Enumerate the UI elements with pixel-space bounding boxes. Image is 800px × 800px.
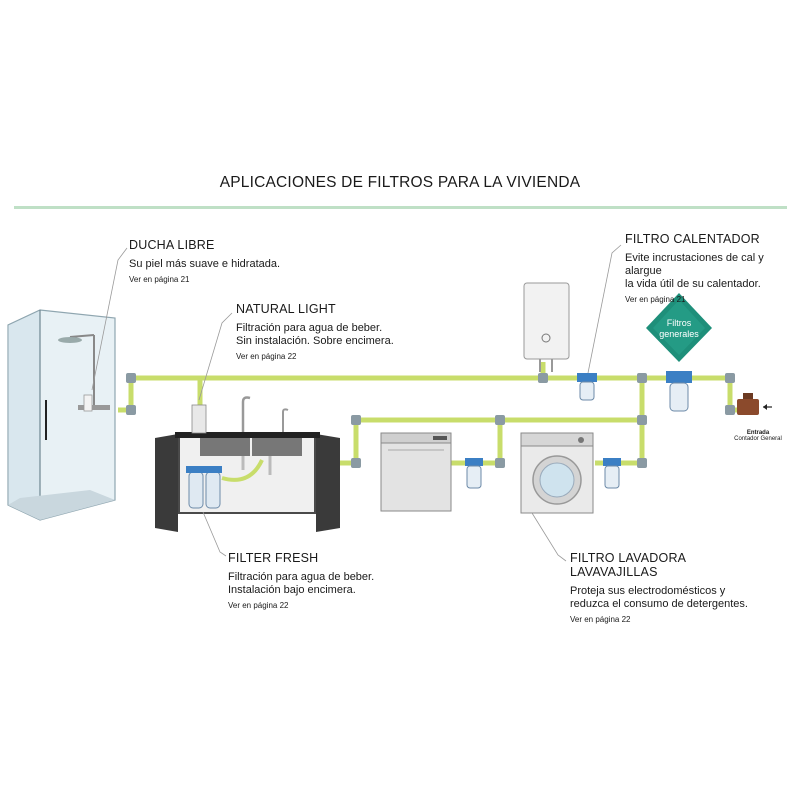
fresh-heading: FILTER FRESH — [228, 551, 319, 565]
calentador-ref: Ver en página 21 — [625, 295, 686, 304]
ducha-text: Su piel más suave e hidratada. — [129, 258, 281, 270]
ducha-ref: Ver en página 21 — [129, 275, 190, 284]
natural-line2: Sin instalación. Sobre encimera. — [236, 335, 394, 347]
calentador-heading: FILTRO CALENTADOR — [625, 232, 760, 246]
lavadora-heading1: FILTRO LAVADORA — [570, 551, 687, 565]
dishwasher-filter — [465, 458, 483, 489]
water-heater — [523, 282, 570, 372]
title-divider — [14, 206, 787, 209]
calentador-line1: Evite incrustaciones de cal y alargue — [625, 252, 764, 277]
calentador-line2: la vida útil de su calentador. — [625, 278, 761, 290]
lavadora-ref: Ver en página 22 — [570, 615, 631, 624]
entrada-line2: Contador General — [734, 436, 782, 442]
main-pipe — [118, 375, 745, 413]
water-meter — [737, 393, 772, 415]
washer-pipe — [595, 420, 645, 466]
label-filter-fresh: FILTER FRESH Filtración para agua de beb… — [228, 551, 374, 610]
sink-cabinet — [155, 396, 340, 532]
page-title: APLICACIONES DE FILTROS PARA LA VIVIENDA — [219, 174, 581, 191]
lavadora-line2: reduzca el consumo de detergentes. — [570, 598, 748, 610]
label-filtro-lavadora: FILTRO LAVADORA LAVAVAJILLAS Proteja sus… — [570, 551, 748, 624]
fresh-ref: Ver en página 22 — [228, 601, 289, 610]
fresh-line2: Instalación bajo encimera. — [228, 584, 356, 596]
ducha-heading: DUCHA LIBRE — [129, 238, 215, 252]
label-filtro-calentador: FILTRO CALENTADOR Evite incrustaciones d… — [625, 232, 800, 304]
label-ducha-libre: DUCHA LIBRE Su piel más suave e hidratad… — [129, 238, 280, 284]
natural-ref: Ver en página 22 — [236, 352, 297, 361]
heater-filter — [577, 373, 597, 401]
entrada-line1: Entrada — [746, 430, 770, 436]
lavadora-heading2: LAVAVAJILLAS — [570, 565, 658, 579]
lavadora-line1: Proteja sus electrodomésticos y — [570, 585, 726, 597]
label-natural-light: NATURAL LIGHT Filtración para agua de be… — [236, 302, 394, 361]
filtros-generales-badge — [646, 293, 712, 362]
general-filter — [666, 371, 692, 412]
washer-filter — [603, 458, 621, 489]
shower-cabin — [7, 309, 116, 521]
washing-machine — [520, 432, 594, 514]
dishwasher — [380, 432, 452, 512]
pipe-joints — [126, 373, 735, 468]
fresh-line1: Filtración para agua de beber. — [228, 571, 375, 583]
natural-line1: Filtración para agua de beber. — [236, 322, 383, 334]
natural-heading: NATURAL LIGHT — [236, 302, 336, 316]
badge-line1: Filtros — [667, 318, 692, 328]
badge-line2: generales — [659, 329, 699, 339]
label-entrada: Entrada Contador General — [718, 430, 798, 442]
leader-lines — [91, 244, 622, 562]
